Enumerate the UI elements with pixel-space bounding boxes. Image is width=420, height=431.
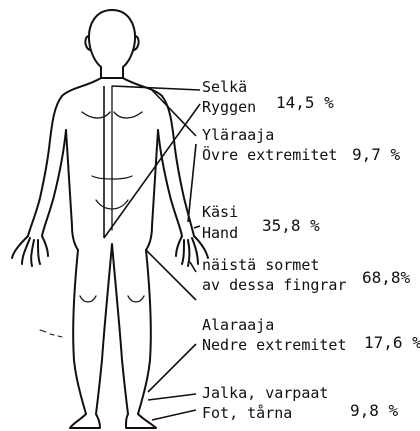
label-upper-extremity-fi: Yläraaja — [202, 126, 274, 144]
leader-foot-2 — [152, 410, 196, 420]
label-foot-sv: Fot, tårna — [202, 404, 292, 422]
label-hand: Käsi Hand 35,8 % — [202, 203, 320, 242]
figure-right-foot — [126, 414, 156, 428]
label-upper-extremity: Yläraaja Övre extremitet 9,7 % — [202, 126, 401, 164]
label-back-sv: Ryggen — [202, 98, 256, 116]
label-hand-fi: Käsi — [202, 203, 238, 221]
leader-fingers — [190, 262, 196, 272]
figure-left-hand — [12, 236, 48, 266]
label-back-percent: 14,5 % — [276, 93, 334, 112]
figure-stray-mark — [40, 330, 62, 337]
figure-left-foot — [70, 414, 100, 428]
human-figure — [12, 10, 208, 428]
label-back: Selkä Ryggen 14,5 % — [202, 78, 334, 116]
label-fingers-sv: av dessa fingrar — [202, 276, 347, 294]
label-fingers-percent: 68,8% — [362, 268, 411, 287]
leader-back — [112, 86, 200, 90]
label-lower-extremity: Alaraaja Nedre extremitet 17,6 % — [202, 316, 420, 354]
label-lower-extremity-fi: Alaraaja — [202, 316, 274, 334]
label-foot-fi: Jalka, varpaat — [202, 384, 328, 402]
label-hand-percent: 35,8 % — [262, 216, 320, 235]
label-lower-extremity-sv: Nedre extremitet — [202, 336, 347, 354]
leader-hand-2 — [194, 226, 200, 228]
figure-left-arm-inner — [42, 130, 66, 236]
label-lower-extremity-percent: 17,6 % — [364, 333, 420, 352]
leader-hand — [188, 144, 196, 222]
label-upper-extremity-sv: Övre extremitet — [202, 145, 337, 164]
figure-torso — [28, 78, 194, 236]
leader-foot — [148, 394, 196, 400]
leader-lower-extremity-2 — [148, 344, 196, 392]
label-upper-extremity-percent: 9,7 % — [352, 145, 401, 164]
figure-legs — [73, 244, 151, 414]
figure-head — [89, 10, 135, 78]
label-foot: Jalka, varpaat Fot, tårna 9,8 % — [202, 384, 399, 422]
label-foot-percent: 9,8 % — [350, 401, 399, 420]
label-hand-sv: Hand — [202, 224, 238, 242]
figure-knees — [80, 296, 144, 302]
label-fingers-fi: näistä sormet — [202, 256, 319, 274]
label-fingers: näistä sormet av dessa fingrar 68,8% — [202, 256, 411, 294]
leader-lines — [104, 86, 200, 420]
label-back-fi: Selkä — [202, 78, 247, 96]
